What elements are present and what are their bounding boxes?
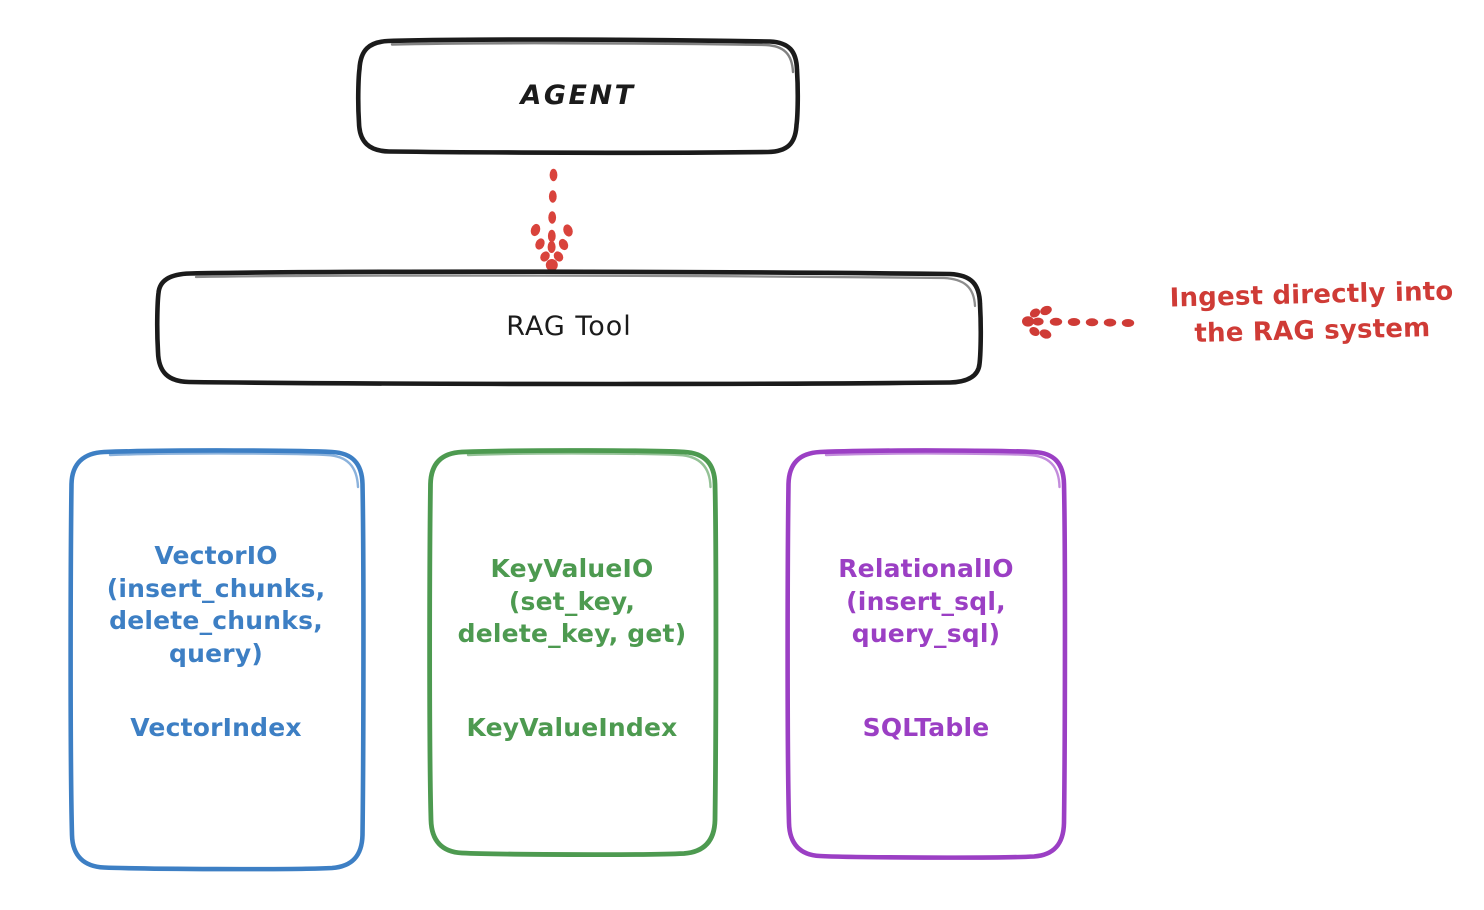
agent-to-rag-tool-arrow-icon <box>530 168 573 271</box>
ingest-annotation-label: Ingest directly into the RAG system <box>1169 276 1454 349</box>
keyvalue-store-api-label: KeyValueIO (set_key, delete_key, get) <box>457 554 687 648</box>
vector-store-api-label: VectorIO (insert_chunks, delete_chunks, … <box>106 541 326 668</box>
relational-store-box[interactable] <box>785 448 1068 860</box>
agent-label: AGENT <box>520 79 636 111</box>
ingest-arrow-icon <box>1022 305 1135 339</box>
keyvalue-store-index-label: KeyValueIndex <box>466 713 678 742</box>
relational-store-api-label: RelationalIO (insert_sql, query_sql) <box>838 554 1014 648</box>
keyvalue-store-box[interactable] <box>427 448 719 858</box>
vector-store-index-label: VectorIndex <box>130 713 302 742</box>
relational-store-index-label: SQLTable <box>862 713 990 742</box>
rag-tool-label: RAG Tool <box>506 310 632 342</box>
